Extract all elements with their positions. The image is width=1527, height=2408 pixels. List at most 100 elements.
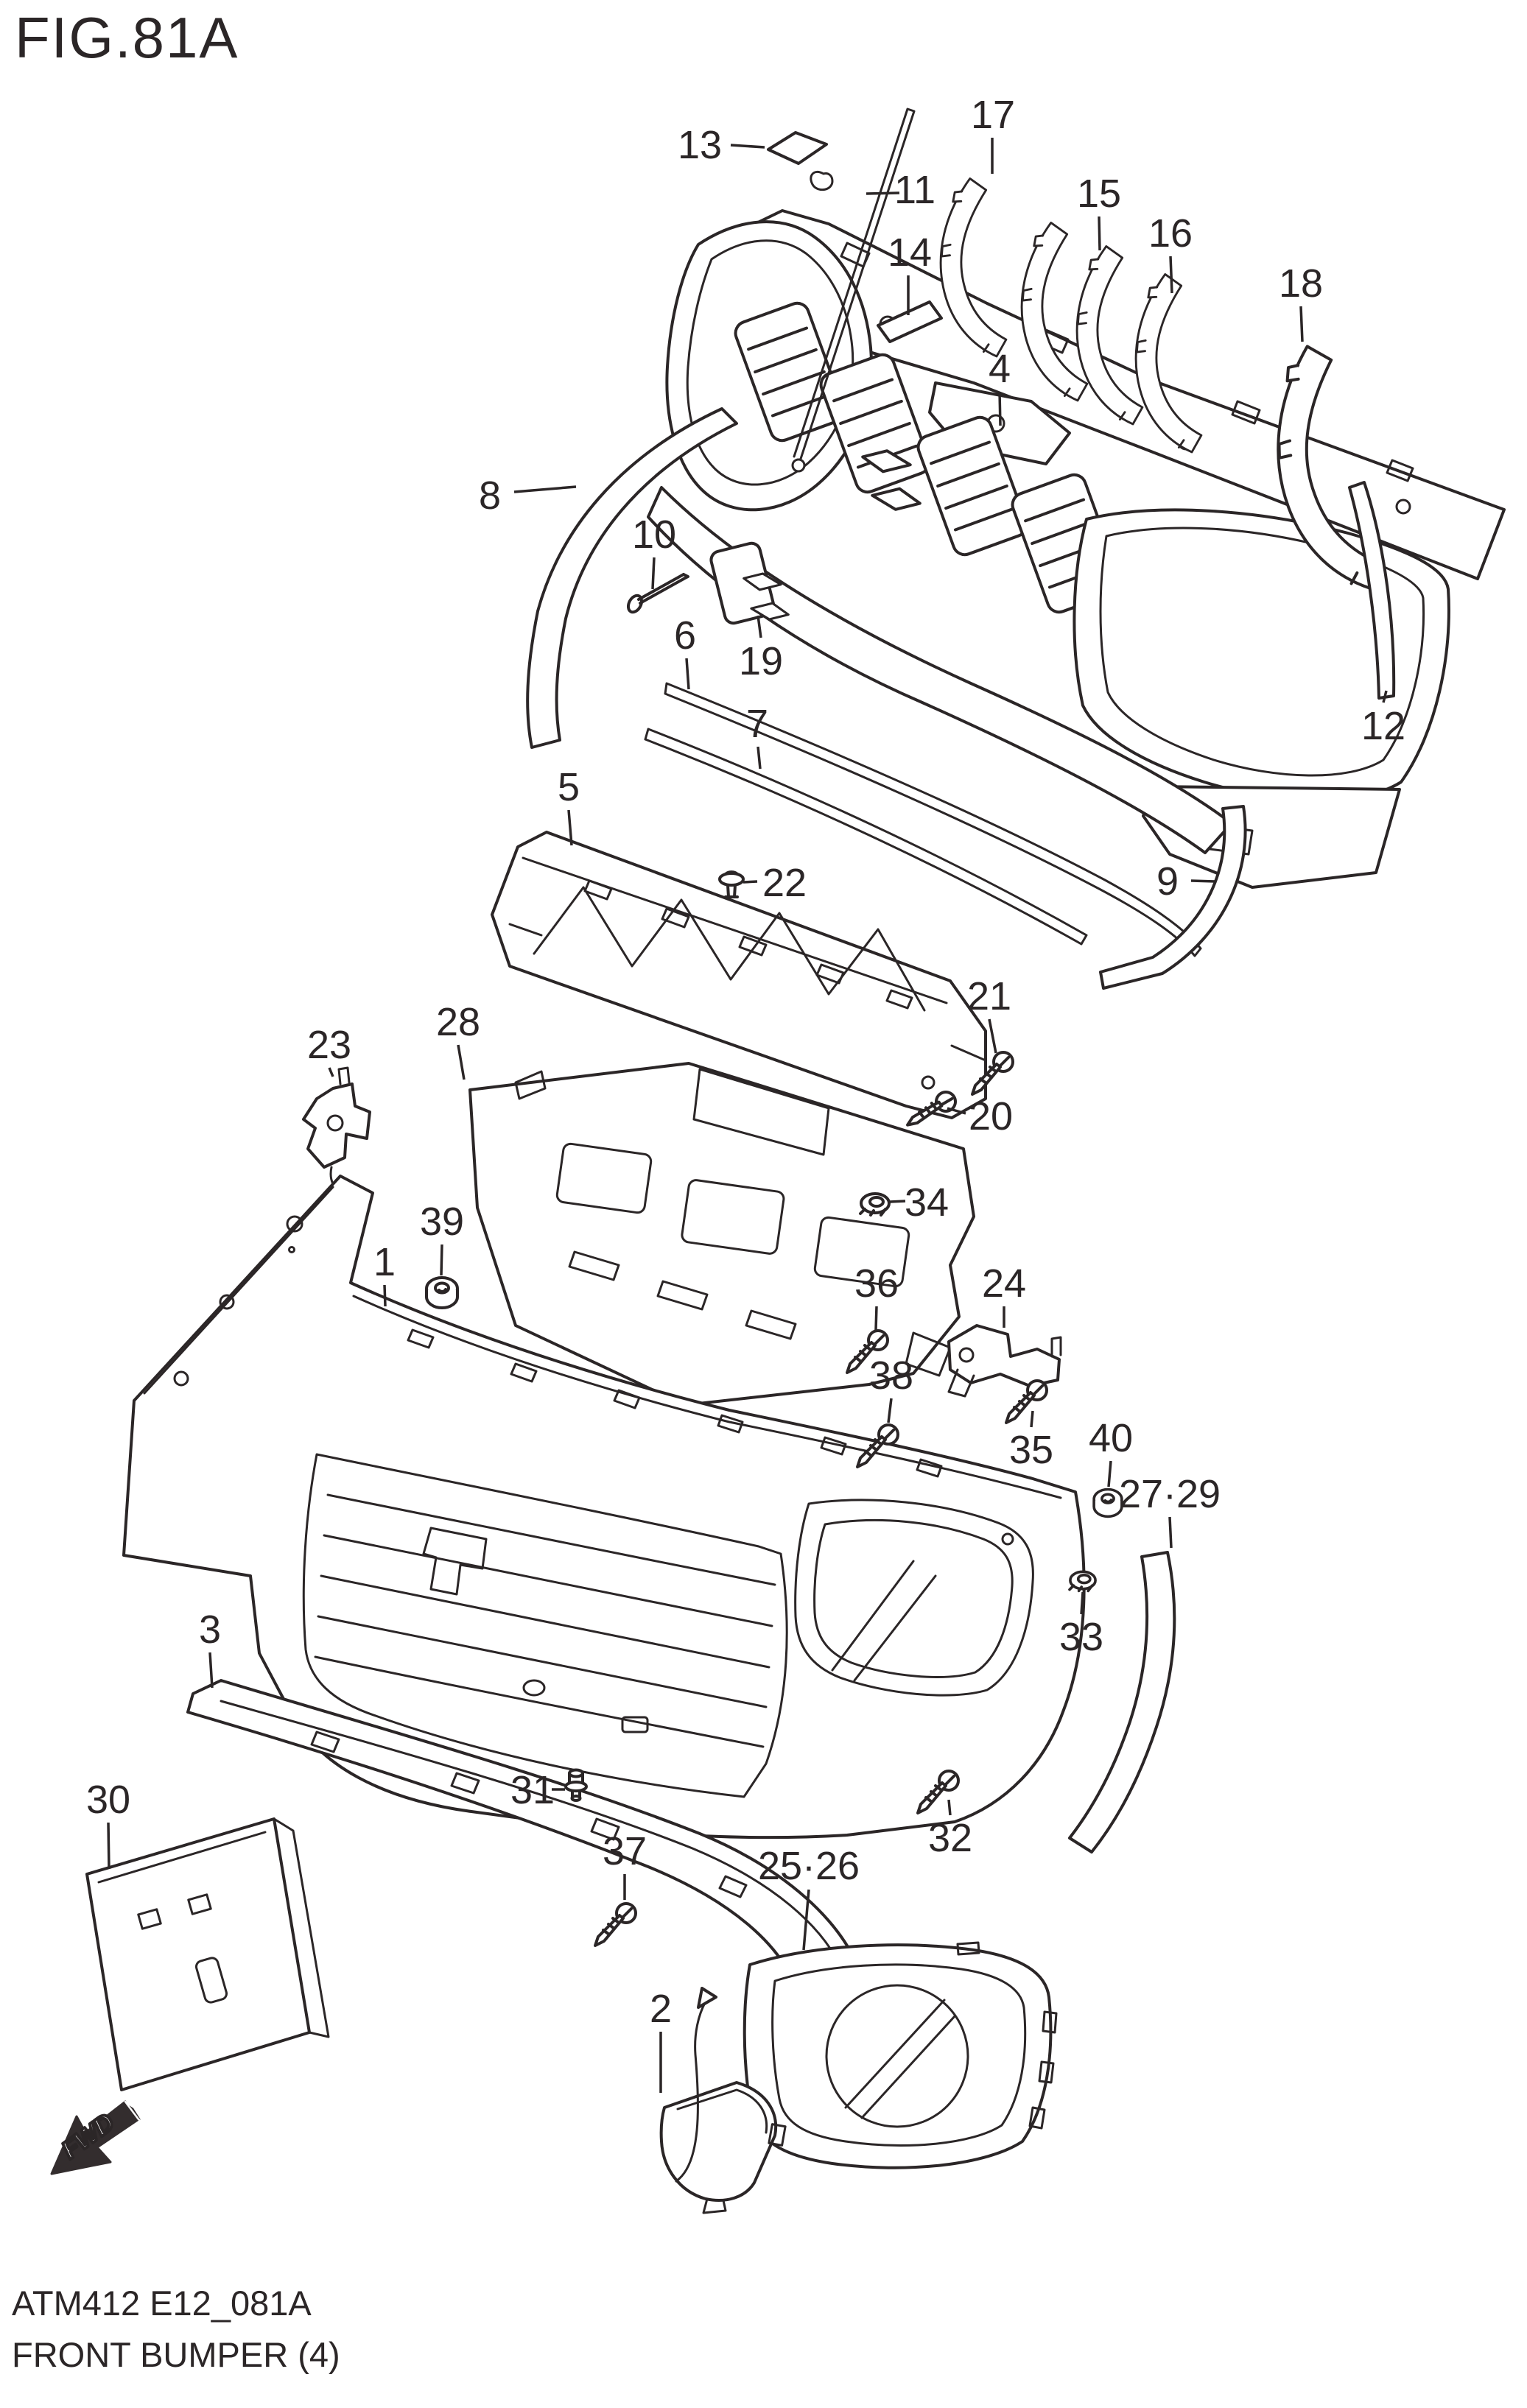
fwd-marker: FWD [50,2100,146,2175]
reinforcement-5 [491,831,987,1119]
part-label-13: 13 [678,123,722,167]
part-label-34: 34 [905,1180,949,1225]
part-label-23: 23 [307,1023,351,1067]
leader-line-32 [947,1799,952,1816]
leader-line-34 [889,1200,906,1203]
part-label-15: 15 [1077,172,1121,216]
molding-7 [644,728,1088,946]
part-label-10: 10 [632,513,676,557]
part-label-19: 19 [739,639,783,683]
part-label-14: 14 [888,230,932,275]
part-label-25·26: 25·26 [758,1844,860,1888]
screw-35 [1005,1379,1048,1424]
leader-line-12 [1382,690,1388,703]
part-label-7: 7 [746,702,768,746]
license-bracket-30 [85,1817,330,2091]
bumper-face-1 [122,1175,1086,1840]
leader-line-5 [567,809,573,846]
leader-line-15 [1098,216,1101,251]
part-label-35: 35 [1009,1428,1053,1472]
nut-39 [425,1276,459,1309]
leader-line-23 [328,1067,334,1077]
leader-line-10 [651,557,656,590]
pin-screw-10 [626,573,689,614]
part-label-27·29: 27·29 [1119,1472,1221,1516]
nut-40 [1092,1488,1123,1518]
leader-line-21 [988,1018,997,1054]
part-label-39: 39 [420,1200,464,1244]
leader-line-8 [513,485,577,493]
molding-27-29 [1068,1551,1176,1853]
clip-13 [767,131,828,165]
part-label-6: 6 [674,613,696,658]
leader-line-33 [1080,1591,1084,1615]
leader-line-38 [887,1398,893,1423]
leader-line-16 [1169,256,1173,294]
part-label-5: 5 [558,765,580,809]
molding-9 [1099,805,1247,990]
screw-37 [594,1902,637,1947]
emblem-19 [709,541,790,625]
part-label-9: 9 [1156,859,1179,904]
part-label-31: 31 [510,1768,555,1812]
leader-line-35 [1030,1410,1034,1428]
bracket-23 [302,1066,371,1191]
absorber-28 [468,1062,975,1407]
leader-line-3 [208,1652,214,1689]
figure-caption: FRONT BUMPER (4) [12,2335,340,2374]
leader-line-13 [730,144,765,149]
molding-12 [1348,481,1396,700]
part-label-11: 11 [894,168,935,212]
figure-code: ATM412 E12_081A [12,2284,312,2323]
vent-slats [816,350,934,497]
part-label-24: 24 [982,1261,1026,1306]
leader-line-40 [1107,1460,1112,1488]
rod-11 [791,108,916,473]
leader-line-6 [685,658,690,690]
part-label-37: 37 [603,1829,647,1873]
part-label-4: 4 [989,347,1011,391]
leader-line-19 [757,615,762,638]
leader-line-30 [107,1822,110,1870]
part-label-20: 20 [969,1094,1013,1138]
leader-line-11 [866,191,900,195]
part-label-1: 1 [373,1240,396,1284]
part-label-3: 3 [199,1608,221,1652]
part-label-12: 12 [1361,704,1405,748]
install-direction-arrow [675,2000,707,2183]
part-label-18: 18 [1279,261,1323,306]
install-direction-arrowhead [697,1987,717,2009]
part-label-8: 8 [479,473,501,518]
leader-line-20 [947,1107,966,1115]
leader-line-28 [457,1044,466,1080]
part-label-32: 32 [928,1816,972,1860]
part-label-40: 40 [1089,1416,1133,1460]
part-label-17: 17 [971,93,1015,137]
leader-line-25·26 [802,1889,810,1951]
part-label-2: 2 [650,1987,672,2031]
fog-bezel-25-26 [743,1941,1058,2169]
part-label-30: 30 [86,1778,130,1822]
tow-hook-cover-2 [659,1987,787,2214]
bracket-24 [947,1324,1062,1398]
part-label-16: 16 [1148,211,1193,256]
leader-line-18 [1299,306,1304,342]
part-label-33: 33 [1059,1615,1103,1659]
spacer-14 [877,300,943,343]
molding-8 [526,407,738,749]
part-label-38: 38 [869,1353,913,1398]
part-label-36: 36 [854,1261,899,1306]
figure-number: FIG.81A [15,5,239,70]
leader-line-27·29 [1168,1516,1173,1549]
part-label-22: 22 [762,861,807,905]
grille-lower-lip [647,486,1233,854]
clip-22 [718,870,745,898]
part-label-21: 21 [967,974,1011,1018]
leader-line-22 [743,880,758,884]
leader-line-7 [757,746,762,770]
molding-6 [664,682,1202,957]
leader-line-36 [874,1306,878,1331]
